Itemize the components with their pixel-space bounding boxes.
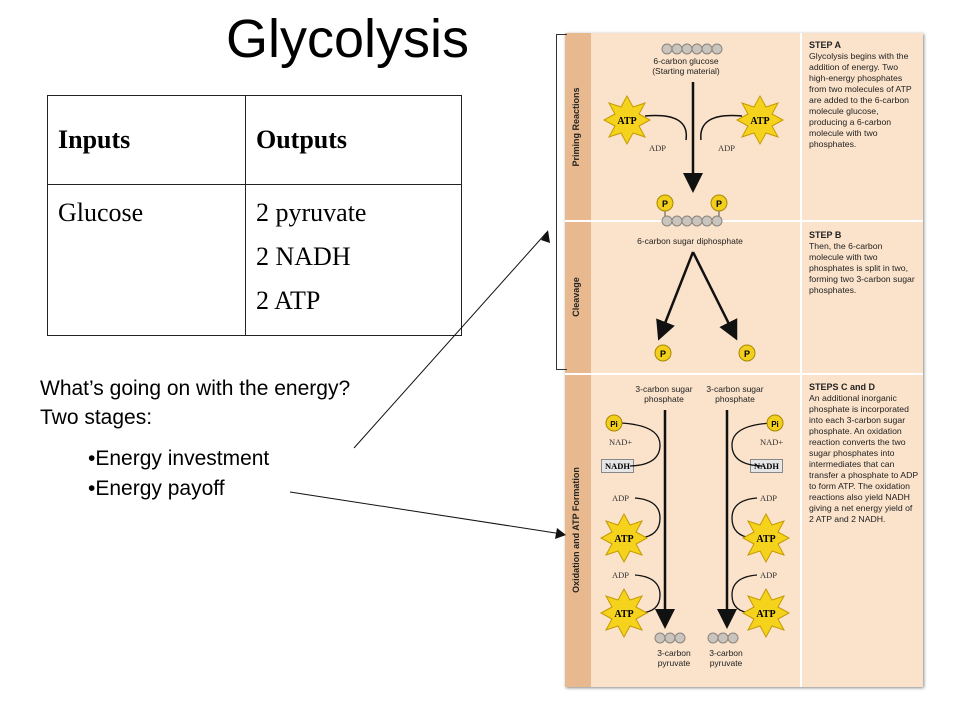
atp-star-icon: ATP <box>741 512 791 564</box>
atp-text: ATP <box>614 609 633 620</box>
phosphate-icon: P <box>656 194 674 212</box>
pi-text: Pi <box>771 420 779 429</box>
step-a-text: STEP A Glycolysis begins with the additi… <box>809 40 919 150</box>
output-item: 2 pyruvate <box>256 198 367 227</box>
step-b-body: Then, the 6-carbon molecule with two pho… <box>809 241 915 295</box>
inputs-header: Inputs <box>47 95 246 185</box>
output-item: 2 NADH <box>256 242 351 271</box>
atp-star-icon: ATP <box>599 587 649 639</box>
atp-text: ATP <box>614 534 633 545</box>
cleavage-arrow-left <box>656 251 695 341</box>
glucose-sub-text: (Starting material) <box>652 66 720 76</box>
pyruvate-right-label: 3-carbon pyruvate <box>709 648 743 668</box>
atp-star-icon: ATP <box>735 94 785 146</box>
phosphate-icon: P <box>738 344 756 362</box>
glucose-label-text: 6-carbon glucose <box>653 56 719 66</box>
step-a-body: Glycolysis begins with the addition of e… <box>809 51 912 149</box>
phosphate-icon: P <box>710 194 728 212</box>
section-divider <box>565 220 923 222</box>
atp-text: ATP <box>617 116 636 127</box>
energy-question: What’s going on with the energy? <box>40 377 351 400</box>
atp-curve-left <box>644 114 688 141</box>
nadh-box: NADH <box>750 459 784 473</box>
inputs-outputs-table: Inputs Outputs Glucose 2 pyruvate 2 NADH… <box>47 95 462 336</box>
step-cd-body: An additional inorganic phosphate is inc… <box>809 393 918 524</box>
investment-pointer-line <box>353 231 548 449</box>
sugar-phosphate-left-label: 3-carbon sugar phosphate <box>635 384 693 404</box>
diphosphate-label: 6-carbon sugar diphosphate <box>637 236 743 246</box>
adp-label: ADP <box>718 143 736 153</box>
adp-label: ADP <box>760 493 778 503</box>
nad-label: NAD+ <box>760 437 784 447</box>
section-divider <box>565 373 923 375</box>
glucose-carbon-chain <box>661 43 723 55</box>
atp-text: ATP <box>756 609 775 620</box>
diphosphate-carbon-chain <box>661 215 723 227</box>
stage-bullets: •Energy investment •Energy payoff <box>88 444 269 504</box>
outputs-cell: 2 pyruvate 2 NADH 2 ATP <box>245 184 462 336</box>
cleavage-arrow-right <box>691 251 738 341</box>
atp-curve-right <box>700 114 743 141</box>
phosphate-text: P <box>744 349 750 359</box>
inputs-cell: Glucose <box>47 184 246 336</box>
step-a-title: STEP A <box>809 40 842 50</box>
energy-text: What’s going on with the energy? Two sta… <box>40 374 350 432</box>
phosphate-text: P <box>660 349 666 359</box>
input-item: Glucose <box>58 198 144 227</box>
inorganic-phosphate-icon: Pi <box>605 414 623 432</box>
bullet-energy-investment: •Energy investment <box>88 447 270 470</box>
step-cd-title: STEPS C and D <box>809 382 876 392</box>
payoff-pointer-head <box>555 528 566 539</box>
pyruvate-left-label: 3-carbon pyruvate <box>657 648 691 668</box>
adp-label: ADP <box>612 570 630 580</box>
step-b-text: STEP B Then, the 6-carbon molecule with … <box>809 230 919 296</box>
step-b-title: STEP B <box>809 230 842 240</box>
investment-bracket <box>556 34 567 370</box>
column-divider <box>800 33 802 687</box>
atp-star-icon: ATP <box>741 587 791 639</box>
atp-text: ATP <box>750 116 769 127</box>
sugar-phosphate-right-label: 3-carbon sugar phosphate <box>706 384 764 404</box>
phosphate-text: P <box>662 199 668 209</box>
adp-label: ADP <box>612 493 630 503</box>
glucose-label: 6-carbon glucose (Starting material) <box>626 56 746 76</box>
step-cd-text: STEPS C and D An additional inorganic ph… <box>809 382 919 525</box>
atp-star-icon: ATP <box>602 94 652 146</box>
investment-pointer-head <box>541 230 550 243</box>
adp-label: ADP <box>760 570 778 580</box>
inorganic-phosphate-icon: Pi <box>766 414 784 432</box>
phosphate-icon: P <box>654 344 672 362</box>
atp-star-icon: ATP <box>599 512 649 564</box>
atp-text: ATP <box>756 534 775 545</box>
stages-label: Two stages: <box>40 406 153 429</box>
section-label-column <box>565 33 591 687</box>
output-item: 2 ATP <box>256 286 321 315</box>
bullet-energy-payoff: •Energy payoff <box>88 477 225 500</box>
payoff-pointer-line <box>289 491 563 535</box>
adp-label: ADP <box>649 143 667 153</box>
pyruvate-beads <box>654 632 739 644</box>
phosphate-text: P <box>716 199 722 209</box>
page-title: Glycolysis <box>226 9 470 69</box>
nad-label: NAD+ <box>609 437 633 447</box>
pi-text: Pi <box>610 420 618 429</box>
